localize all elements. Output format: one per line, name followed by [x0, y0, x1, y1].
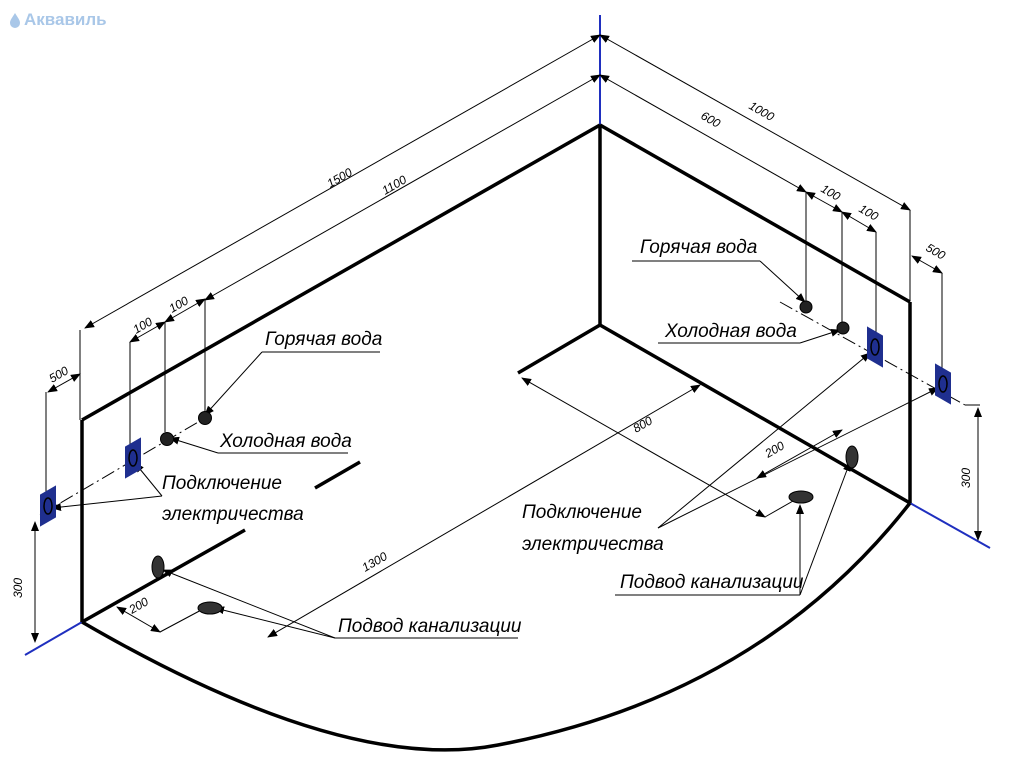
- dim-line-200-left: [116, 606, 161, 633]
- brand-name: Аквавиль: [24, 10, 107, 29]
- floor-left-segment: [314, 460, 361, 490]
- leader-cold-left: [169, 436, 219, 454]
- floor-left-stub: [517, 323, 601, 375]
- hot-water-point-right: [799, 300, 813, 314]
- dim-line-200-right: [756, 429, 843, 479]
- label-electric-right-2: электричества: [522, 534, 664, 555]
- label-hot-water-right: Горячая вода: [640, 237, 757, 258]
- callout-labels: Горячая вода Холодная вода Подключение э…: [162, 237, 804, 637]
- leader-drain-right-2: [799, 461, 851, 596]
- dim-line-600: [599, 74, 807, 193]
- label-drain-right: Подвод канализации: [620, 572, 804, 593]
- leader-electric-left-2: [51, 495, 163, 512]
- socket-right-1-icon: [867, 326, 883, 368]
- label-electric-left-2: электричества: [162, 504, 304, 525]
- dim-600: 600: [699, 108, 724, 130]
- socket-left-2-icon: [40, 485, 56, 527]
- axis-left: [24, 621, 83, 656]
- dimension-values: 1500 1100 100 100 500 300 200 1300 800 1…: [11, 98, 973, 617]
- label-drain-left: Подвод канализации: [338, 616, 522, 637]
- leader-hot-right: [759, 260, 806, 303]
- label-cold-water-right: Холодная вода: [664, 321, 797, 342]
- dim-100-b: 100: [167, 293, 192, 315]
- drain-hole-left-vertical: [151, 555, 165, 579]
- dim-500-right: 500: [924, 240, 949, 262]
- leader-lines: [51, 260, 939, 639]
- dim-line-100a: [129, 321, 166, 343]
- axis-lines: [24, 15, 991, 656]
- dim-line-800: [521, 377, 766, 518]
- dim-line-1000: [599, 34, 911, 211]
- left-connection-axis: [39, 417, 206, 516]
- dim-line-100c: [805, 191, 843, 213]
- ext-200-left: [159, 607, 206, 633]
- drain-hole-right-floor: [788, 490, 814, 504]
- dim-1300: 1300: [360, 549, 390, 575]
- bathtub-outline: [80, 123, 912, 752]
- leader-cold-right: [799, 328, 841, 344]
- label-electric-right-1: Подключение: [522, 502, 642, 523]
- drain-hole-left-floor: [197, 601, 223, 615]
- leader-drain-left-1: [214, 606, 336, 639]
- leader-electric-right-1: [657, 352, 871, 529]
- dim-1500: 1500: [325, 165, 355, 191]
- dim-300-right: 300: [959, 468, 973, 488]
- socket-right-2-icon: [935, 363, 951, 405]
- label-electric-left-1: Подключение: [162, 473, 282, 494]
- dim-300-left: 300: [11, 578, 25, 598]
- dim-100-d: 100: [857, 201, 882, 223]
- pipe-points: [160, 300, 850, 446]
- label-hot-water-left: Горячая вода: [265, 329, 382, 350]
- dim-line-500-left: [47, 373, 81, 393]
- dim-line-500-right: [911, 255, 943, 274]
- drain-points: [151, 445, 859, 615]
- dim-line-100b: [164, 298, 206, 323]
- water-drop-icon: [10, 13, 20, 28]
- dim-800: 800: [631, 413, 656, 435]
- electrical-sockets: [40, 326, 951, 527]
- cold-water-point-left: [160, 432, 174, 446]
- dim-500-left: 500: [47, 363, 72, 385]
- dim-200-right: 200: [762, 438, 787, 461]
- front-curve: [81, 501, 912, 752]
- leader-hot-left: [204, 351, 263, 416]
- dim-line-100d: [841, 211, 877, 233]
- leader-drain-left-2: [162, 569, 336, 639]
- dim-1100: 1100: [380, 172, 410, 197]
- dim-100-a: 100: [131, 314, 156, 336]
- brand-logo: Аквавиль: [8, 10, 107, 30]
- label-cold-water-left: Холодная вода: [219, 431, 352, 452]
- hot-water-point-left: [198, 411, 212, 425]
- dim-line-1100: [204, 74, 601, 301]
- cold-water-point-right: [836, 321, 850, 335]
- socket-left-1-icon: [125, 437, 141, 479]
- leader-electric-right-2: [657, 387, 939, 529]
- dimension-lines: [31, 34, 982, 643]
- drain-hole-right-vertical: [845, 445, 859, 469]
